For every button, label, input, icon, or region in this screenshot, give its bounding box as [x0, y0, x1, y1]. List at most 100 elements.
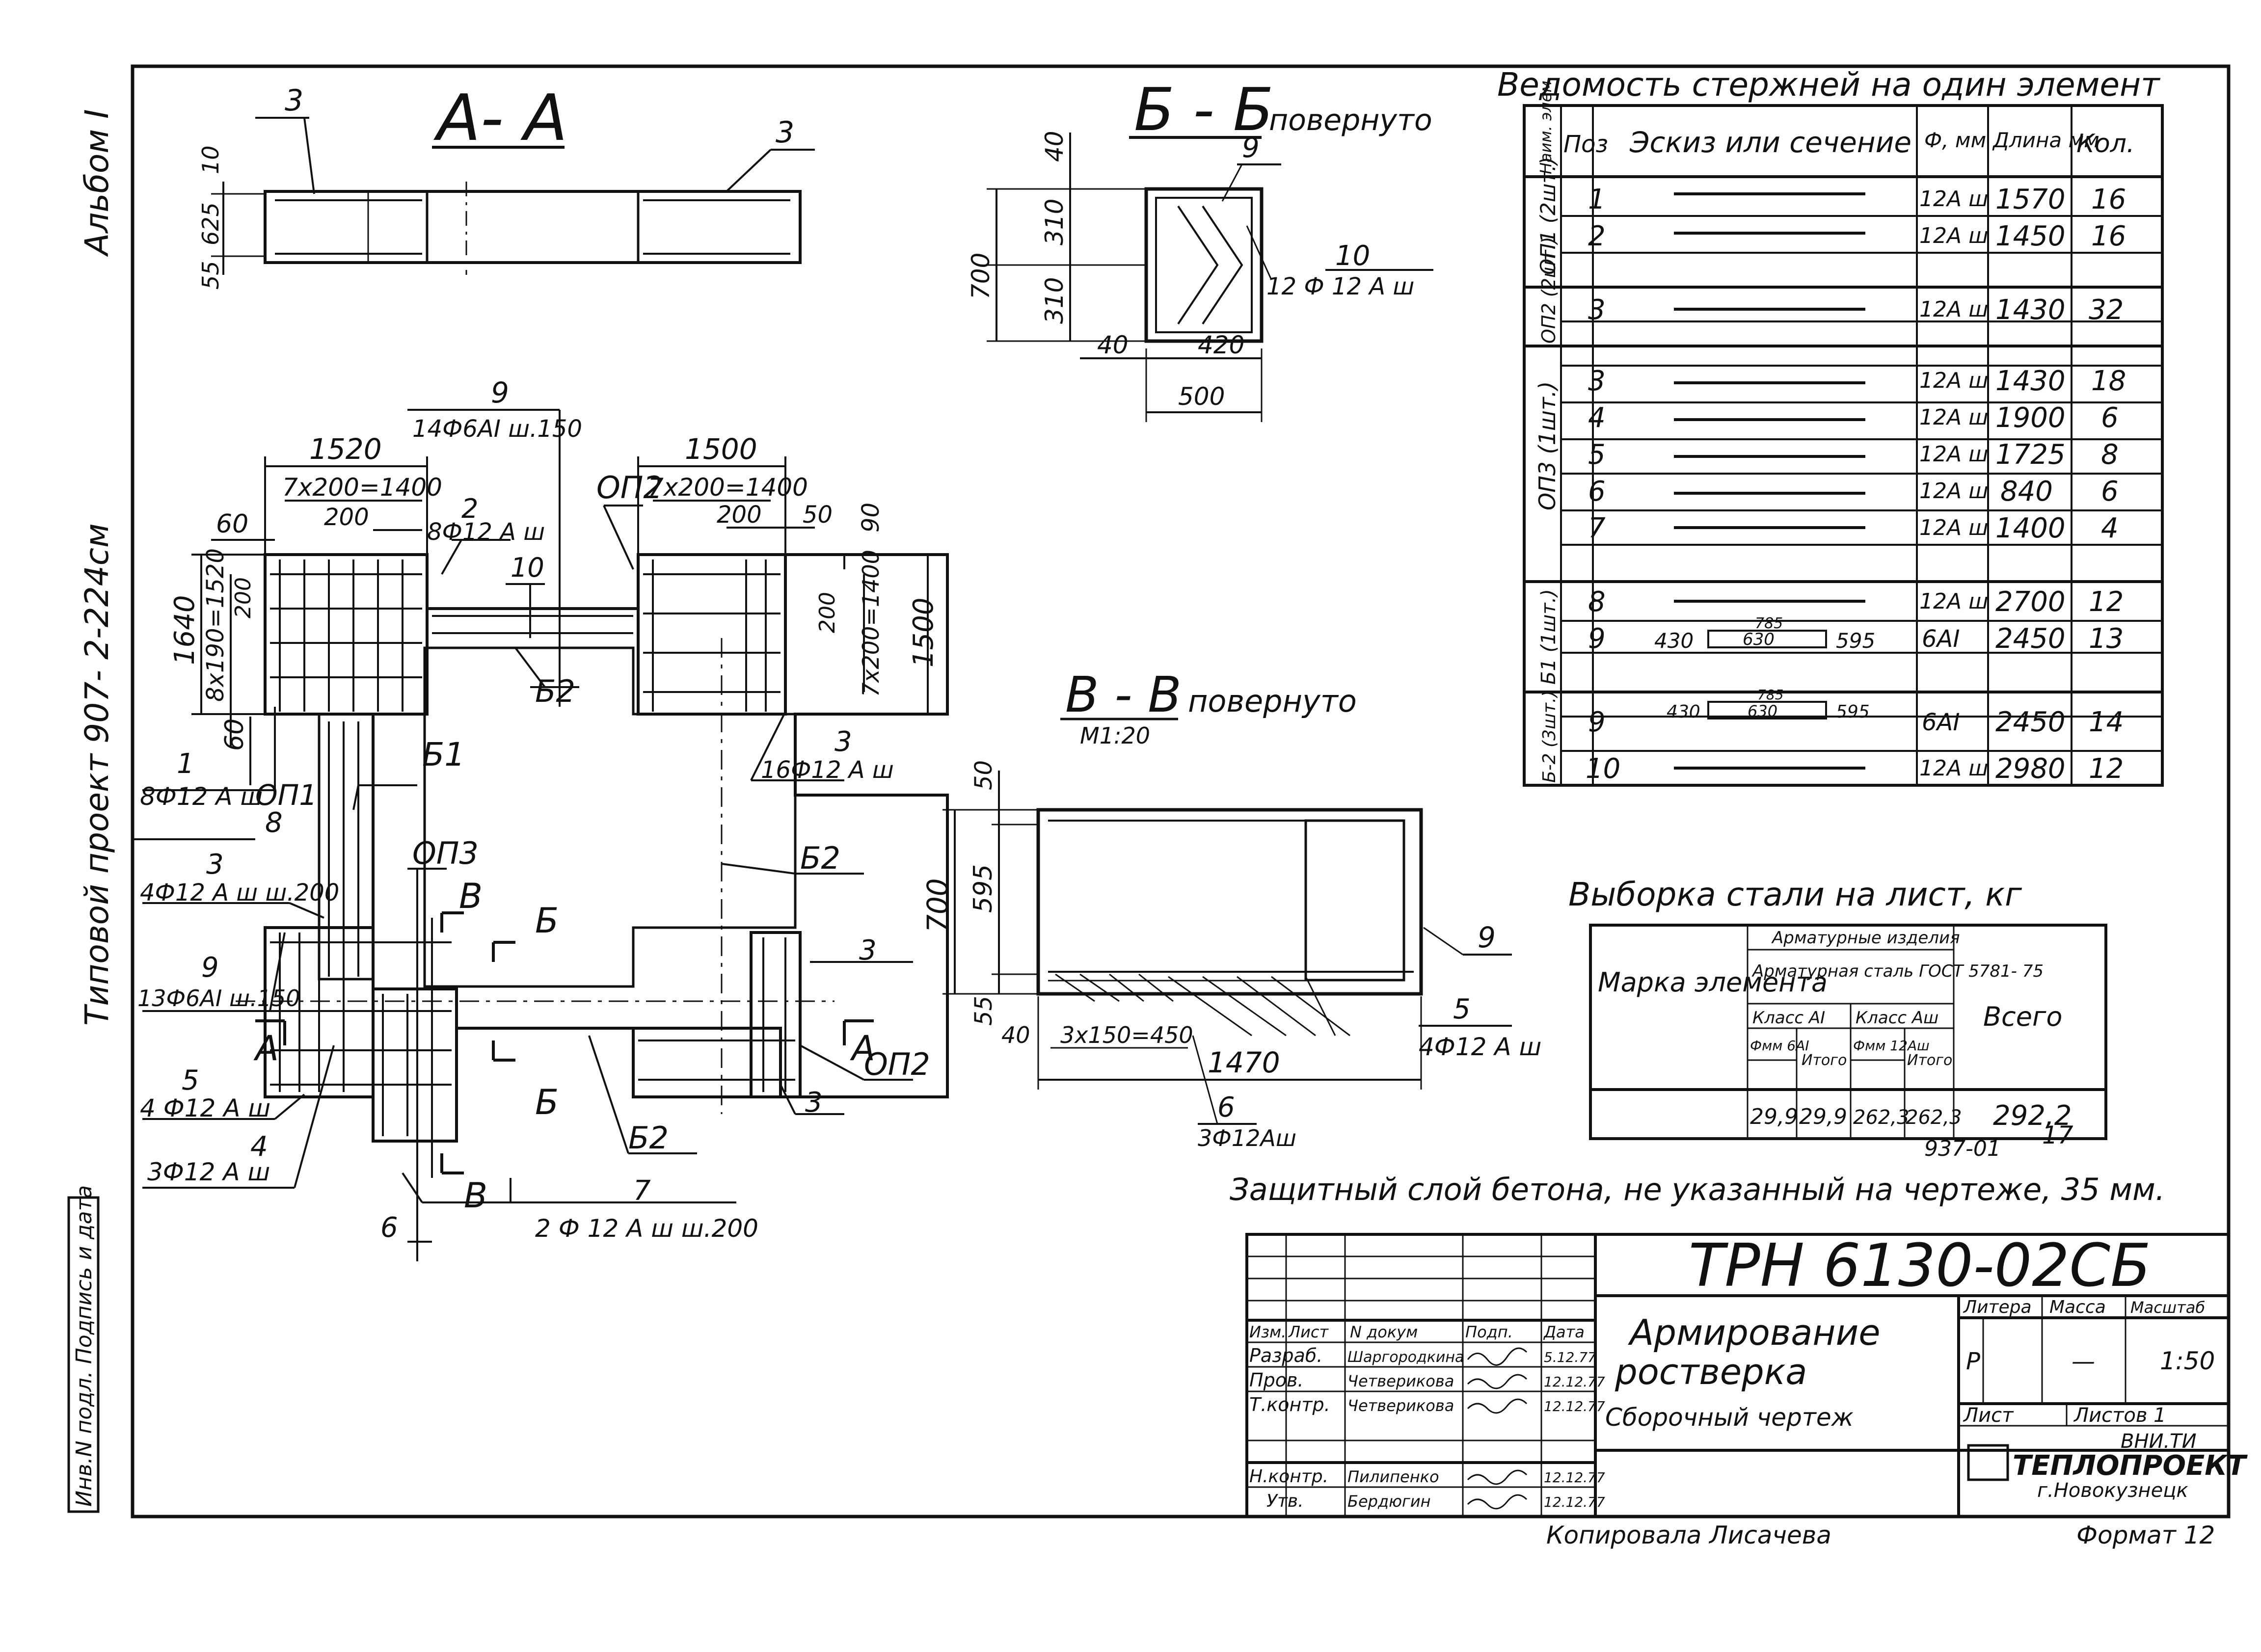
plan-op2-low: ОП2 [864, 1046, 930, 1082]
cell-qty: 8 [2101, 439, 2119, 471]
group-op1: ОП1 (2шт.) [1536, 157, 1560, 275]
cell-qty: 6 [2101, 476, 2119, 507]
plan-dim-7x200-right: 7х200=1400 [648, 473, 808, 502]
col-izm: Изм. [1249, 1323, 1286, 1341]
steel-ref-2: 17 [2042, 1121, 2073, 1149]
group-op2: ОП2 (2шт.) [1538, 237, 1560, 344]
hdr-massa: Масса [2049, 1297, 2106, 1317]
cell-dia: 12А ш [1919, 589, 1988, 614]
cell-pos: 5 [1588, 439, 1606, 471]
steel-ref: 937-01 [1924, 1136, 2001, 1161]
cell-qty: 13 [2089, 623, 2124, 655]
cell-dia: 12А ш [1919, 187, 1988, 212]
copied-by: Копировала Лисачева [1546, 1521, 1831, 1549]
plan-pos2-note: 8Ф12 А ш [427, 518, 545, 546]
steel-mark-label: Марка элемента [1598, 967, 1828, 998]
vv-dim-50: 50 [970, 760, 997, 790]
plan-dim-7x200-left: 7х200=1400 [282, 473, 442, 502]
plan-pos7-note: 2 Ф 12 А ш ш.200 [535, 1214, 758, 1243]
section-v-v: В - В М1:20 повернуто 50 595 700 55 40 3… [921, 666, 1541, 1151]
group-op3: ОП3 (1шт.) [1534, 381, 1561, 510]
vv-dim-40: 40 [1001, 1022, 1030, 1048]
plan-pos2: 2 [461, 493, 478, 524]
bb-dim-500: 500 [1178, 382, 1225, 411]
cell-pos: 6 [1588, 476, 1606, 507]
staff-date: 12.12.77 [1544, 1398, 1605, 1414]
vv-pos-6: 6 [1217, 1092, 1235, 1123]
col-date: Дата [1543, 1323, 1585, 1341]
plan-dim-1500-v: 1500 [908, 597, 940, 667]
litera-value: Р [1966, 1348, 1980, 1375]
vv-dim-55: 55 [970, 996, 997, 1026]
th-elem: Наим. элем [1536, 80, 1555, 174]
table-row: 1 12А ш 1570 16 [1588, 184, 2126, 215]
vv-pos-6-note: 3Ф12Аш [1198, 1125, 1296, 1151]
staff-role: Пров. [1249, 1369, 1303, 1391]
staff-header: Изм. Лист N докум Подп. Дата [1249, 1323, 1585, 1341]
bb-pos-9: 9 [1242, 132, 1260, 164]
cell-len: 1400 [1995, 512, 2066, 544]
plan-pos7: 7 [633, 1175, 651, 1207]
album-label: Альбом I [78, 109, 116, 257]
aa-pos-left: 3 [285, 83, 303, 118]
cell-dia: 12А ш [1919, 442, 1988, 467]
table-row: 2 12А ш 1450 16 [1588, 220, 2126, 252]
cell-pos: 10 [1586, 753, 1620, 785]
steel-table: Выборка стали на лист, кг Марка элемента… [1568, 876, 2107, 1161]
staff-name: Четверикова [1347, 1372, 1454, 1390]
staff-row: Разраб. Шаргородкина 5.12.77 [1249, 1345, 1596, 1366]
staff-role: Разраб. [1249, 1345, 1322, 1366]
plan-pos9-top: 9 [491, 376, 509, 409]
cell-pos: 4 [1588, 402, 1606, 434]
section-vv-suffix: повернуто [1188, 683, 1357, 719]
cell-pos: 9 [1588, 623, 1606, 655]
vv-dim-595: 595 [969, 864, 998, 913]
table-row: 9 6АI 2450 13 [1588, 623, 2124, 655]
cell-pos: 7 [1588, 512, 1606, 544]
cell-len: 1430 [1995, 294, 2066, 326]
cell-len: 2450 [1995, 623, 2066, 655]
cell-dia: 12А ш [1919, 756, 1988, 781]
plan-pos3-r2: 3 [859, 934, 877, 966]
cell-pos: 8 [1588, 586, 1606, 618]
cell-qty: 12 [2089, 753, 2124, 785]
section-a-a-title: А- А [433, 80, 567, 155]
plan-pos5: 5 [182, 1065, 199, 1096]
cell-qty: 32 [2089, 294, 2124, 326]
plan-pos3-left: 3 [206, 849, 224, 880]
staff-role: Т.контр. [1249, 1394, 1330, 1415]
plan-pos9-left-note: 13Ф6АI ш.150 [137, 985, 300, 1012]
foundation-plan: 1520 7х200=1400 200 60 1640 8х190=1520 2… [133, 376, 949, 1261]
hdr-litera: Литера [1963, 1297, 2032, 1317]
org-line3: г.Новокузнецк [2037, 1479, 2188, 1502]
plan-dim-8x190: 8х190=1520 [202, 548, 229, 702]
plan-dim-200-v: 200 [231, 577, 256, 618]
steel-h-phi3: Фмм 12Аш [1853, 1038, 1930, 1054]
cell-dia: 12А ш [1919, 405, 1988, 430]
plan-b1: Б1 [422, 736, 465, 773]
plan-pos6: 6 [380, 1212, 398, 1244]
staff-row: Утв. Бердюгин 12.12.77 [1266, 1491, 1605, 1511]
vv-dim-1470: 1470 [1208, 1046, 1280, 1079]
bb-dim-310-b: 310 [1040, 277, 1069, 324]
bb-bars-note: 12 Ф 12 А ш [1266, 273, 1414, 300]
bb-dim-40-top: 40 [1040, 131, 1069, 162]
plan-dim-200-vr: 200 [815, 592, 840, 633]
steel-val-phi3: 262,3 [1853, 1106, 1910, 1129]
sketch-595-b: 595 [1836, 702, 1870, 722]
col-sign: Подп. [1465, 1323, 1513, 1341]
th-qty: Кол. [2076, 129, 2135, 159]
cell-qty: 18 [2091, 365, 2126, 397]
cell-pos: 1 [1588, 184, 1606, 215]
aa-dim-625: 625 [197, 202, 224, 245]
cell-dia: 6АI [1922, 625, 1960, 653]
staff-date: 12.12.77 [1544, 1469, 1605, 1486]
plan-pos1-note: 8Ф12 А ш [140, 782, 263, 811]
sketch-595-a: 595 [1836, 629, 1875, 653]
cell-len: 840 [2000, 476, 2053, 507]
plan-dim-50: 50 [803, 501, 833, 529]
staff-name: Пилипенко [1347, 1467, 1439, 1486]
org-line1: ВНИ.ТИ [2121, 1430, 2197, 1453]
bb-dim-420: 420 [1198, 331, 1244, 359]
bb-dim-40-bottom: 40 [1097, 331, 1129, 359]
